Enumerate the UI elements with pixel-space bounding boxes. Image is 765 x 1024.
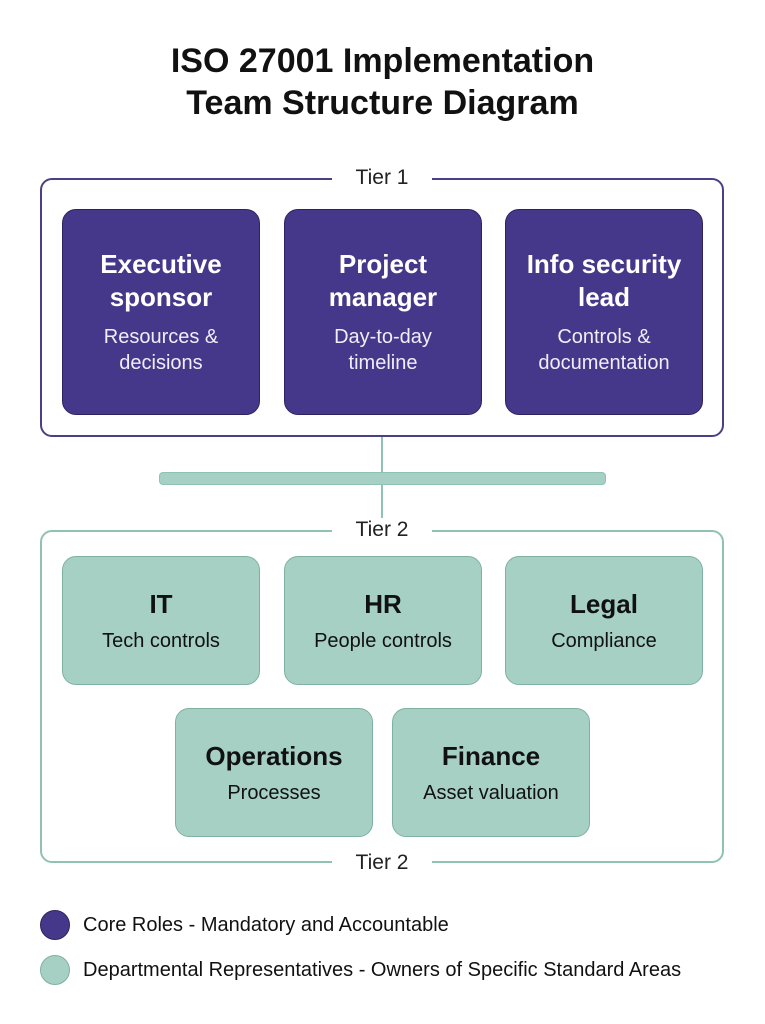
legend-core-swatch-icon xyxy=(40,910,70,940)
legend-departmental-label: Departmental Representatives - Owners of… xyxy=(83,958,682,981)
legend-departmental: Departmental Representatives - Owners of… xyxy=(40,955,681,985)
legend-core-label: Core Roles - Mandatory and Accountable xyxy=(83,913,449,936)
title-line-2: Team Structure Diagram xyxy=(186,84,579,122)
legend-departmental-swatch-icon xyxy=(40,955,70,985)
role-executive-sponsor: Executive sponsor Resources & decisions xyxy=(62,209,260,415)
dept-operations: Operations Processes xyxy=(175,708,373,837)
dept-legal: Legal Compliance xyxy=(505,556,703,685)
tier1-label: Tier 1 xyxy=(332,166,432,190)
dept-name: Legal xyxy=(570,588,638,619)
dept-it: IT Tech controls xyxy=(62,556,260,685)
dept-finance: Finance Asset valuation xyxy=(392,708,590,837)
connector-bar xyxy=(159,472,606,485)
role-info-security-lead: Info security lead Controls & documentat… xyxy=(505,209,703,415)
dept-desc: People controls xyxy=(314,629,452,652)
legend-core: Core Roles - Mandatory and Accountable xyxy=(40,910,449,940)
role-name: Executive sponsor xyxy=(100,249,222,312)
role-name: Project manager xyxy=(328,249,438,312)
tier2-bottom-label: Tier 2 xyxy=(332,851,432,875)
dept-desc: Processes xyxy=(227,781,321,804)
tier2-label: Tier 2 xyxy=(332,518,432,542)
dept-name: Finance xyxy=(441,740,541,771)
role-desc: Resources & decisions xyxy=(103,326,219,374)
dept-desc: Tech controls xyxy=(102,629,220,652)
dept-desc: Asset valuation xyxy=(423,781,559,804)
title-line-1: ISO 27001 Implementation xyxy=(170,42,595,80)
role-desc: Day-to-day timeline xyxy=(334,326,432,374)
dept-name: HR xyxy=(364,588,402,619)
role-desc: Controls & documentation xyxy=(538,326,670,374)
dept-name: IT xyxy=(149,588,173,619)
role-project-manager: Project manager Day-to-day timeline xyxy=(284,209,482,415)
role-name: Info security lead xyxy=(526,249,682,312)
dept-name: Operations xyxy=(205,740,343,771)
dept-hr: HR People controls xyxy=(284,556,482,685)
dept-desc: Compliance xyxy=(551,629,657,652)
